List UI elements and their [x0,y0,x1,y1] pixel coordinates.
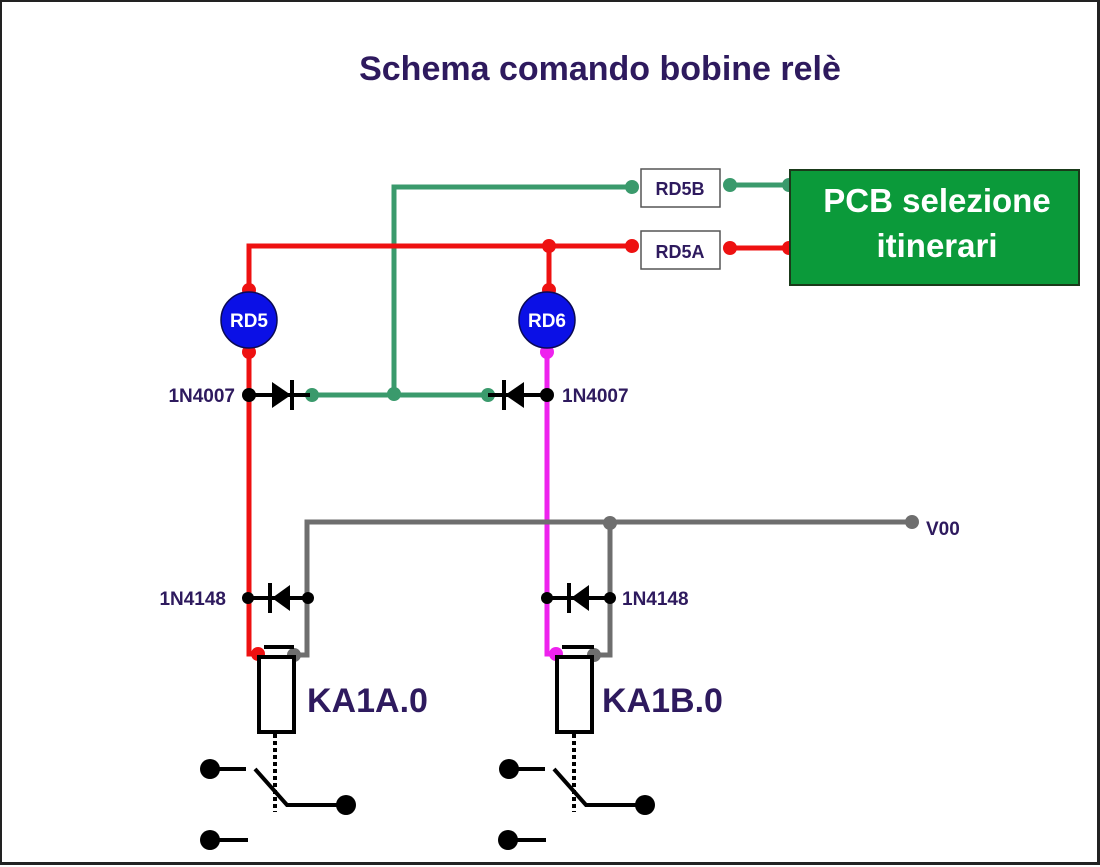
lamp-rd5: RD5 [220,291,278,349]
junction-dot [723,241,737,255]
relay-ka1a [200,645,356,850]
red-wire-top [246,243,632,290]
lamp-rd5-label: RD5 [230,311,268,332]
relay-coil [257,655,296,734]
junction-dot [625,239,639,253]
diode-label-right-lower: 1N4148 [622,589,689,610]
contact-terminal [336,795,356,815]
diode-label-left-lower: 1N4148 [159,589,226,610]
junction-dot [242,592,254,604]
pcb-label-line1: PCB selezione [823,182,1050,219]
junction-dot [302,592,314,604]
relay-label-ka1a: KA1A.0 [307,682,428,720]
junction-dot [723,178,737,192]
diagram-title: Schema comando bobine relè [359,50,841,88]
diode-1n4148-right [541,583,616,613]
junction-dot [242,388,256,402]
diode-triangle [272,585,290,611]
junction-dot [542,239,556,253]
connector-rd5a-label: RD5A [655,242,704,262]
junction-dot [387,387,401,401]
red-wire-net [242,239,796,661]
diode-label-left-upper: 1N4007 [168,386,235,407]
contact-switch-arm [253,767,345,807]
connector-rd5b: RD5B [640,168,721,208]
connector-rd5a: RD5A [640,230,721,270]
junction-dot [603,516,617,530]
relay-coil [555,655,594,734]
contact-switch-arm [552,767,644,807]
junction-dot [905,515,919,529]
junction-dot [305,388,319,402]
green-wire-net [305,178,796,402]
relay-label-ka1b: KA1B.0 [602,682,723,720]
v00-label: V00 [926,519,960,540]
gray-wire-v00-bus [295,519,912,658]
diode-1n4007-right [488,380,554,410]
junction-dot [541,592,553,604]
diode-triangle [571,585,589,611]
diode-triangle [272,382,291,408]
pcb-block: PCB selezione itinerari [789,169,1080,286]
green-wire-vertical [391,184,632,395]
lamp-rd6-label: RD6 [528,311,566,332]
relay-ka1b [498,645,655,850]
lamp-rd6: RD6 [518,291,576,349]
diode-triangle [505,382,524,408]
connector-rd5b-label: RD5B [655,179,704,199]
contact-terminal [635,795,655,815]
diode-1n4007-left [242,380,310,410]
gray-wire-right-drop [594,522,613,658]
junction-dot [540,388,554,402]
gray-wire-net [287,515,919,662]
junction-dot [604,592,616,604]
diode-label-right-upper: 1N4007 [562,386,629,407]
junction-dot [625,180,639,194]
pcb-label-line2: itinerari [876,227,997,264]
diode-1n4148-left [242,583,314,613]
